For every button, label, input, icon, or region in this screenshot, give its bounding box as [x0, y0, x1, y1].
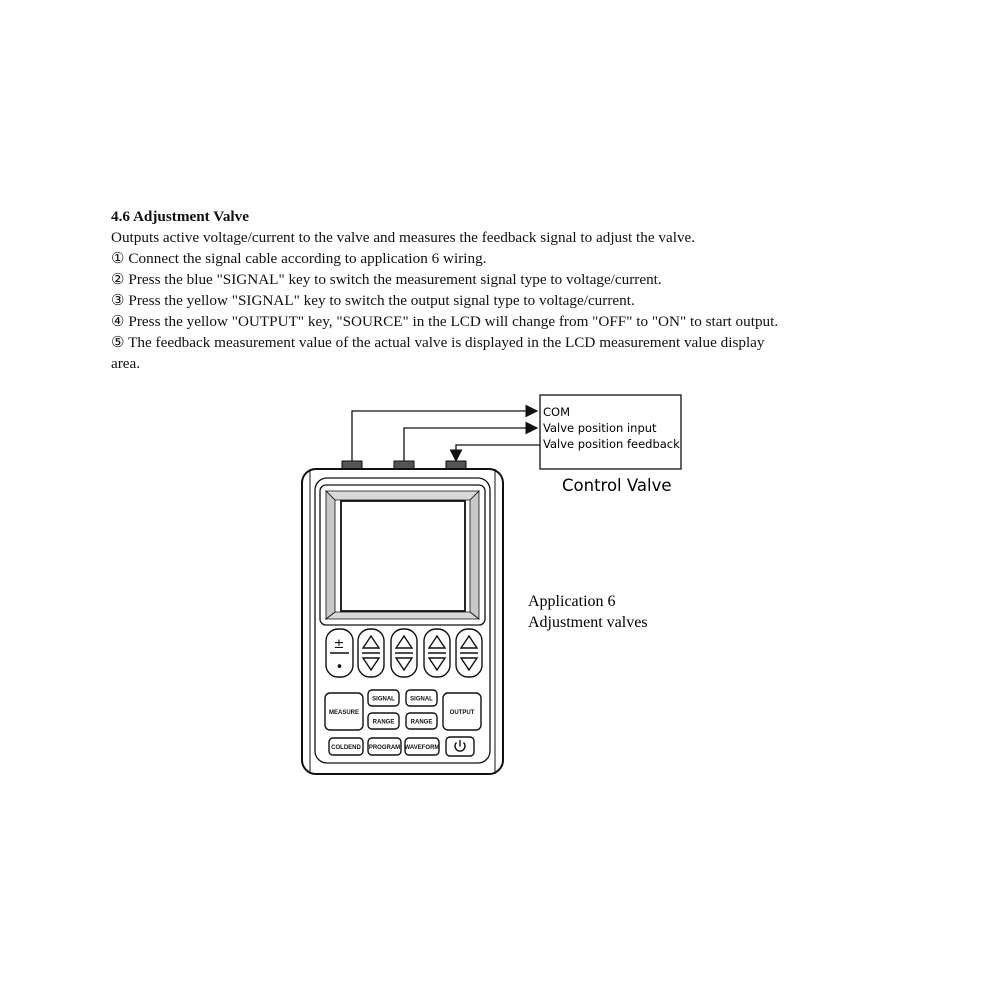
- signal-output-key[interactable]: [405, 689, 438, 707]
- range-output-key-label: RANGE: [411, 720, 433, 726]
- range-measure-key-label: RANGE: [373, 720, 395, 726]
- connector-com: [341, 460, 363, 470]
- step-2: ② Press the blue "SIGNAL" key to switch …: [111, 271, 662, 288]
- range-measure-key[interactable]: [367, 712, 400, 730]
- signal-output-key-label: SIGNAL: [410, 697, 433, 703]
- step-3: ③ Press the yellow "SIGNAL" key to switc…: [111, 292, 635, 309]
- application-caption-line-1: Application 6: [528, 593, 616, 610]
- down-arrow-icon: [361, 657, 381, 672]
- function-keys: [324, 689, 482, 757]
- power-icon: [454, 742, 466, 752]
- connector-feedback: [445, 460, 467, 470]
- digit-key-4[interactable]: [455, 628, 483, 678]
- valve-com-label: COM: [543, 405, 570, 419]
- down-arrow-icon: [427, 657, 447, 672]
- connector-input: [393, 460, 415, 470]
- down-arrow-icon: [394, 657, 414, 672]
- digit-key-1[interactable]: [357, 628, 385, 678]
- program-key[interactable]: [367, 737, 402, 756]
- step-4: ④ Press the yellow "OUTPUT" key, "SOURCE…: [111, 313, 779, 330]
- application-caption-line-2: Adjustment valves: [528, 614, 648, 631]
- up-arrow-icon: [459, 634, 479, 649]
- waveform-key[interactable]: [404, 737, 440, 756]
- signal-measure-key-label: SIGNAL: [372, 697, 395, 703]
- decimal-point-label: •: [336, 660, 344, 675]
- wires: [351, 404, 540, 463]
- function-key-labels: MEASURE SIGNAL SIGNAL RANGE RANGE OUTPUT…: [329, 697, 475, 752]
- program-key-label: PROGRAM: [369, 745, 400, 751]
- valve-position-input-label: Valve position input: [543, 421, 657, 435]
- step-5: ⑤ The feedback measurement value of the …: [111, 334, 765, 351]
- wire-valve-input: [403, 421, 539, 462]
- wire-com: [351, 404, 539, 462]
- coldend-key[interactable]: [328, 737, 364, 756]
- waveform-key-label: WAVEFORM: [405, 745, 440, 751]
- output-key-label: OUTPUT: [450, 710, 475, 716]
- digit-key-2[interactable]: [390, 628, 418, 678]
- wire-valve-feedback: [449, 444, 540, 463]
- up-arrow-icon: [361, 634, 381, 649]
- measure-key[interactable]: [324, 692, 364, 731]
- digit-key-3[interactable]: [423, 628, 451, 678]
- range-output-key[interactable]: [405, 712, 438, 730]
- lcd-screen: [340, 500, 466, 612]
- plus-minus-label: ±: [334, 637, 345, 652]
- valve-position-feedback-label: Valve position feedback: [543, 437, 680, 451]
- section-intro: Outputs active voltage/current to the va…: [111, 229, 696, 246]
- step-1: ① Connect the signal cable according to …: [111, 250, 487, 267]
- control-valve-box: COM Valve position input Valve position …: [539, 394, 682, 470]
- control-valve-title: Control Valve: [562, 476, 672, 495]
- section-heading: 4.6 Adjustment Valve: [111, 208, 249, 225]
- up-arrow-icon: [394, 634, 414, 649]
- down-arrow-icon: [459, 657, 479, 672]
- signal-measure-key[interactable]: [367, 689, 400, 707]
- up-arrow-icon: [427, 634, 447, 649]
- measure-key-label: MEASURE: [329, 710, 359, 716]
- coldend-key-label: COLDEND: [331, 745, 361, 751]
- keypad-top-row: ± •: [325, 628, 483, 678]
- instruction-text: 4.6 Adjustment Valve Outputs active volt…: [111, 206, 901, 374]
- output-key[interactable]: [442, 692, 482, 731]
- step-5-continued: area.: [111, 355, 141, 372]
